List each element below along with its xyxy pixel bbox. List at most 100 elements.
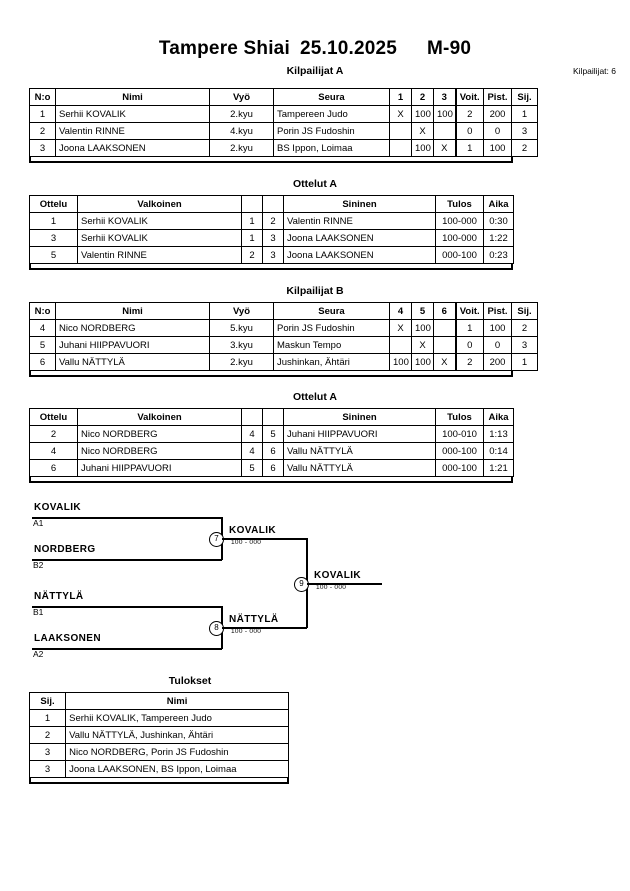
col-header-name: Nimi [55,302,210,320]
cell-m4: 100 [389,353,412,371]
bracket-sf2-score: 100 - 000 [231,628,262,635]
cell-match-no: 3 [29,229,78,247]
col-header-rank: Sij. [28,692,67,710]
cell-belt: 5.kyu [209,319,274,337]
table-row: 6 Juhani HIIPPAVUORI 5 6 Vallu NÄTTYLÄ 0… [29,459,514,477]
cell-m1 [389,122,412,140]
cell-blue: Vallu NÄTTYLÄ [283,442,436,460]
cell-rank: 3 [28,760,67,778]
cell-time: 1:22 [483,229,514,247]
ottelut-b-heading: Ottelut A [293,391,337,403]
competitor-count: Kilpailijat: 6 [573,66,616,76]
cell-name: Nico NORDBERG [55,319,210,337]
bracket-entrant-seed-1: A1 [33,518,44,528]
cell-name: Nico NORDBERG, Porin JS Fudoshin [65,743,289,761]
cell-rank: 3 [511,122,538,140]
cell-name: Vallu NÄTTYLÄ [55,353,210,371]
cell-blue-no: 3 [262,246,284,264]
cell-club: BS Ippon, Loimaa [273,139,390,157]
bracket-entrant-seed-4: A2 [33,649,44,659]
cell-m4: X [389,319,412,337]
col-header-match: Ottelu [29,408,78,426]
pool-b-competitor-table: N:o Nimi Vyö Seura 4 5 6 Voit. Pist. Sij… [29,302,538,371]
table-header-row: N:o Nimi Vyö Seura 1 2 3 Voit. Pist. Sij… [29,88,538,106]
cell-white: Valentin RINNE [77,246,242,264]
bracket-line-sf2-out [222,627,307,629]
cell-club: Jushinkan, Ähtäri [273,353,390,371]
cell-result: 100-000 [435,229,484,247]
cell-white-no: 1 [241,229,263,247]
cell-match-no: 6 [29,459,78,477]
cell-name: Juhani HIIPPAVUORI [55,336,210,354]
cell-wins: 0 [454,336,484,354]
bracket-line-sf1-out [222,538,307,540]
table-row: 5 Juhani HIIPPAVUORI 3.kyu Maskun Tempo … [29,336,538,354]
cell-rank: 1 [28,709,67,727]
results-heading: Tulokset [168,675,212,687]
col-header-m1: 1 [389,88,412,106]
cell-m2: X [411,122,434,140]
cell-no: 2 [29,122,56,140]
col-header-match: Ottelu [29,195,78,213]
cell-club: Porin JS Fudoshin [273,319,390,337]
table-header-row: N:o Nimi Vyö Seura 4 5 6 Voit. Pist. Sij… [29,302,538,320]
cell-blue: Joona LAAKSONEN [283,229,436,247]
cell-result: 000-100 [435,246,484,264]
cell-rank: 3 [28,743,67,761]
col-header-points: Pist. [483,302,512,320]
table-row: 4 Nico NORDBERG 4 6 Vallu NÄTTYLÄ 000-10… [29,442,514,460]
cell-rank: 1 [511,105,538,123]
bracket-entrant-name-1: KOVALIK [34,502,82,513]
cell-white-no: 4 [241,425,263,443]
cell-belt: 2.kyu [209,139,274,157]
cell-blue-no: 6 [262,442,284,460]
cell-m1 [389,139,412,157]
cell-no: 6 [29,353,56,371]
cell-white-no: 5 [241,459,263,477]
cell-belt: 2.kyu [209,353,274,371]
cell-blue: Joona LAAKSONEN [283,246,436,264]
elimination-bracket: KOVALIK A1 NORDBERG B2 7 KOVALIK 100 - 0… [0,495,630,675]
col-header-belt: Vyö [209,88,274,106]
cell-belt: 3.kyu [209,336,274,354]
cell-rank: 2 [511,139,538,157]
cell-time: 1:21 [483,459,514,477]
bracket-final-score: 100 - 000 [316,584,347,591]
cell-belt: 2.kyu [209,105,274,123]
table-row: 3 Serhii KOVALIK 1 3 Joona LAAKSONEN 100… [29,229,514,247]
cell-result: 100-010 [435,425,484,443]
col-header-m4: 4 [389,302,412,320]
bracket-line-entrant-1 [32,517,222,519]
cell-time: 0:14 [483,442,514,460]
table-row: 2 Valentin RINNE 4.kyu Porin JS Fudoshin… [29,122,538,140]
col-header-blue: Sininen [283,408,436,426]
cell-blue: Vallu NÄTTYLÄ [283,459,436,477]
cell-white-no: 2 [241,246,263,264]
col-header-rank: Sij. [511,302,538,320]
cell-time: 0:23 [483,246,514,264]
cell-rank: 2 [511,319,538,337]
cell-white-no: 4 [241,442,263,460]
event-date: 25.10.2025 [299,38,398,59]
table-header-row: Ottelu Valkoinen Sininen Tulos Aika [29,195,514,213]
results-table: Sij. Nimi 1 Serhii KOVALIK, Tampereen Ju… [28,692,289,778]
cell-points: 0 [483,336,512,354]
col-header-wins: Voit. [454,302,484,320]
col-header-wins: Voit. [454,88,484,106]
col-header-white: Valkoinen [77,408,242,426]
cell-blue-no: 5 [262,425,284,443]
event-name: Tampere Shiai [158,38,290,59]
cell-m6 [433,336,456,354]
cell-white: Juhani HIIPPAVUORI [77,459,242,477]
cell-name: Joona LAAKSONEN [55,139,210,157]
cell-white: Nico NORDBERG [77,425,242,443]
ottelut-a-heading: Ottelut A [293,178,337,190]
cell-wins: 1 [454,139,484,157]
col-header-name: Nimi [65,692,289,710]
cell-club: Maskun Tempo [273,336,390,354]
table-row: 1 Serhii KOVALIK, Tampereen Judo [28,709,289,727]
bracket-entrant-name-3: NÄTTYLÄ [34,591,84,602]
cell-blue: Juhani HIIPPAVUORI [283,425,436,443]
cell-result: 000-100 [435,459,484,477]
